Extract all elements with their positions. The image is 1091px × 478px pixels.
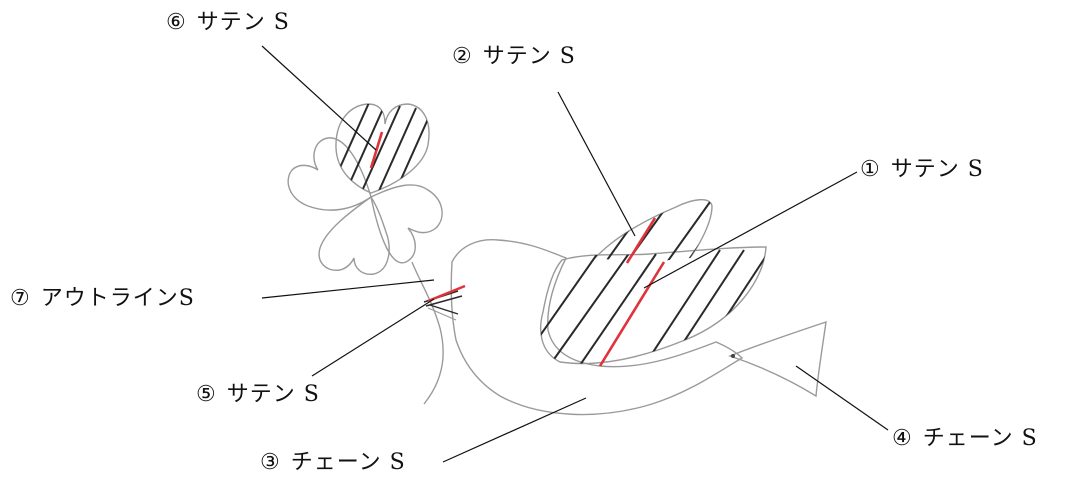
leader-3: [443, 398, 586, 462]
label-satin-2: ② サテン S: [452, 44, 576, 70]
label-number: ②: [452, 44, 473, 69]
bird-tail: [730, 322, 826, 396]
label-number: ③: [260, 450, 281, 475]
wing-main-hatch: [530, 250, 796, 372]
label-chain-3: ③ チェーン S: [260, 450, 406, 476]
leader-7: [262, 280, 434, 298]
label-text: サテン S: [227, 382, 320, 407]
wing-top-red-stitch: [627, 218, 655, 263]
clover-leaf-bottom: [319, 197, 389, 274]
bird: [451, 200, 826, 415]
label-number: ④: [892, 426, 913, 451]
label-satin-1: ① サテン S: [860, 157, 984, 183]
label-text: アウトラインS: [41, 286, 195, 311]
bird-body: [451, 240, 742, 415]
label-text: サテン S: [483, 44, 576, 69]
leader-6: [262, 46, 376, 150]
label-text: チェーン S: [291, 450, 406, 475]
label-number: ⑦: [10, 286, 31, 311]
leader-lines: [262, 46, 888, 462]
wing-top-hatch: [600, 200, 730, 272]
label-text: チェーン S: [923, 426, 1038, 451]
leader-5: [312, 299, 434, 376]
label-number: ⑥: [166, 10, 187, 35]
leader-1: [644, 172, 857, 288]
clover-stem: [412, 262, 443, 404]
label-number: ⑤: [196, 382, 217, 407]
leader-4: [796, 366, 888, 430]
label-outline-7: ⑦ アウトラインS: [10, 286, 195, 312]
label-satin-5: ⑤ サテン S: [196, 382, 320, 408]
bird-wing-main: [541, 247, 766, 364]
bird-eye: [731, 354, 735, 358]
clover-leaf-right: [371, 185, 442, 263]
leader-2: [558, 92, 635, 236]
label-satin-6: ⑥ サテン S: [166, 10, 290, 36]
bird-wing-top: [595, 200, 712, 258]
label-text: サテン S: [891, 157, 984, 182]
label-chain-4: ④ チェーン S: [892, 426, 1038, 452]
clover-leaf-left: [288, 138, 371, 210]
label-number: ①: [860, 157, 881, 182]
label-text: サテン S: [197, 10, 290, 35]
